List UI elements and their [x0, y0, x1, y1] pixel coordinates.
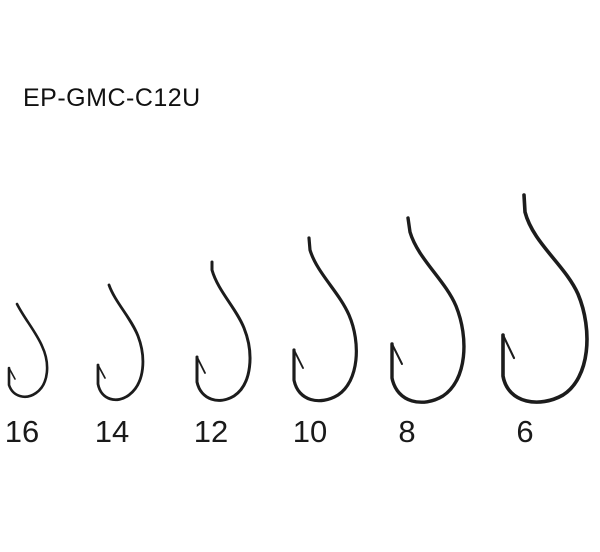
hook-8-icon — [390, 216, 466, 404]
hook-10-icon — [292, 236, 358, 403]
size-label-16: 16 — [4, 414, 40, 449]
hook-6-icon — [501, 193, 589, 404]
size-label-10: 10 — [292, 414, 328, 449]
hook-14-icon — [96, 283, 145, 402]
size-label-14: 14 — [94, 414, 130, 449]
hook-16-icon — [7, 302, 49, 399]
hook-12-icon — [195, 260, 252, 402]
model-code-title: EP-GMC-C12U — [23, 84, 201, 112]
size-label-6: 6 — [516, 414, 534, 449]
size-label-8: 8 — [398, 414, 416, 449]
size-label-12: 12 — [193, 414, 229, 449]
